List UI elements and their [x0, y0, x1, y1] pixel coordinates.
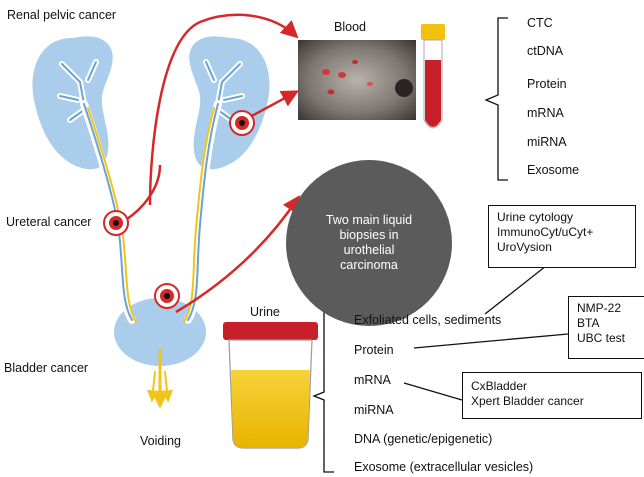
- cytology-item: UroVysion: [497, 240, 552, 254]
- bladder: [114, 298, 206, 366]
- protein-tests-box: NMP-22 BTA UBC test: [568, 296, 644, 359]
- mrna-test-item: CxBladder: [471, 379, 528, 393]
- cytology-box: Urine cytology ImmunoCyt/uCyt+ UroVysion: [488, 205, 636, 268]
- urethra: [147, 348, 173, 409]
- arrow-bladder-to-blood: [175, 195, 300, 314]
- cytology-item: ImmunoCyt/uCyt+: [497, 225, 594, 239]
- renal-pelvic-cancer-label: Renal pelvic cancer: [7, 8, 117, 22]
- ureteral-cancer-label: Ureteral cancer: [6, 215, 92, 229]
- line-mrna: [403, 382, 463, 401]
- urine-item: Exosome (extracellular vesicles): [354, 460, 534, 474]
- mrna-test-item: Xpert Bladder cancer: [471, 394, 584, 408]
- urine-item: Protein: [354, 343, 394, 357]
- blood-item: Exosome: [527, 163, 580, 177]
- cytology-item: Urine cytology: [497, 210, 574, 224]
- bladder-cancer-label: Bladder cancer: [4, 361, 89, 375]
- urine-item: Exfoliated cells, sediments: [354, 313, 502, 327]
- tumor-marker-ureter: [103, 210, 129, 236]
- tumor-marker-right-kidney: [229, 110, 255, 136]
- right-ureter: [183, 100, 222, 324]
- blood-vessel-image: [298, 40, 416, 120]
- tumor-marker-bladder: [154, 283, 180, 309]
- urine-item: mRNA: [354, 373, 391, 387]
- urine-title: Urine: [250, 305, 280, 319]
- right-kidney: [189, 36, 270, 170]
- line-protein: [413, 333, 569, 349]
- line-cytology: [484, 265, 547, 315]
- arrow-ureteral-to-blood: [121, 164, 162, 224]
- voiding-label: Voiding: [140, 434, 182, 448]
- blood-item: mRNA: [527, 106, 564, 120]
- blood-title: Blood: [334, 20, 366, 34]
- urine-cup-icon: [223, 322, 318, 449]
- blood-item: CTC: [527, 16, 553, 30]
- blood-tube-icon: [421, 24, 445, 129]
- protein-test-item: BTA: [577, 316, 600, 330]
- arrow-renal-to-blood: [148, 13, 299, 206]
- protein-test-item: NMP-22: [577, 301, 622, 315]
- mrna-tests-box: CxBladder Xpert Bladder cancer: [462, 372, 642, 419]
- urine-item: miRNA: [354, 403, 394, 417]
- blood-item: Protein: [527, 77, 567, 91]
- blood-item: miRNA: [527, 135, 567, 149]
- arrow-right-kidney-to-blood: [247, 90, 300, 120]
- blood-bracket: [484, 17, 508, 181]
- center-summary-text: Two main liquid biopsies in urothelial c…: [325, 213, 413, 272]
- center-summary-circle: Two main liquid biopsies in urothelial c…: [286, 160, 452, 326]
- urine-item: DNA (genetic/epigenetic): [354, 432, 493, 446]
- protein-test-item: UBC test: [577, 331, 626, 345]
- blood-item: ctDNA: [527, 44, 564, 58]
